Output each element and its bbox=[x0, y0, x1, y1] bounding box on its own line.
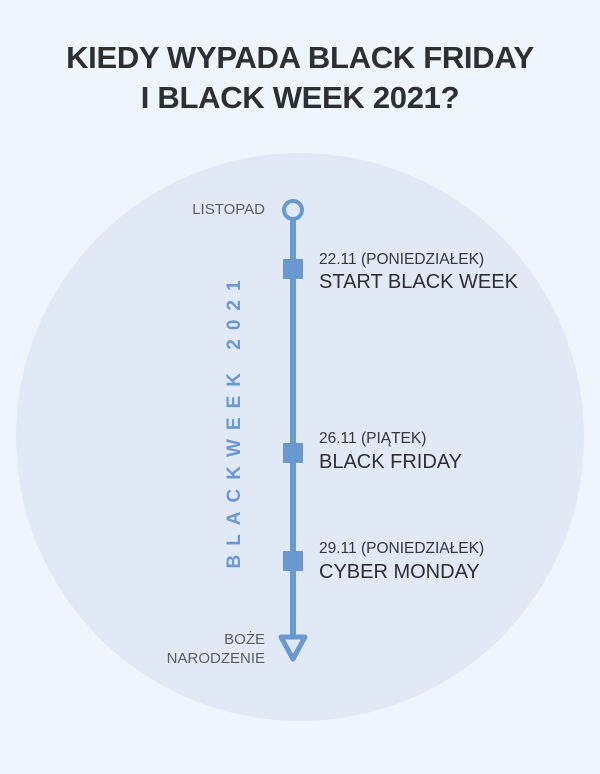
event-date: 22.11 (PONIEDZIAŁEK) bbox=[319, 251, 485, 268]
vertical-label: BLACKWEEK 2021 bbox=[224, 271, 245, 569]
event-date: 26.11 (PIĄTEK) bbox=[319, 430, 427, 447]
event-marker-icon bbox=[283, 259, 303, 279]
title-line-1: KIEDY WYPADA BLACK FRIDAY bbox=[66, 40, 534, 75]
end-label: BOŻE NARODZENIE bbox=[150, 630, 265, 668]
event-marker-icon bbox=[283, 443, 303, 463]
event-name: START BLACK WEEK bbox=[319, 271, 518, 293]
end-label-line-1: BOŻE bbox=[224, 631, 265, 648]
end-arrow-icon bbox=[278, 634, 308, 662]
timeline-line bbox=[290, 218, 296, 636]
page-title: KIEDY WYPADA BLACK FRIDAY I BLACK WEEK 2… bbox=[0, 38, 600, 118]
event-name: BLACK FRIDAY bbox=[319, 451, 462, 473]
end-label-line-2: NARODZENIE bbox=[166, 650, 265, 667]
event-name: CYBER MONDAY bbox=[319, 561, 480, 583]
title-line-2: I BLACK WEEK 2021? bbox=[140, 80, 460, 115]
start-label: LISTOPAD bbox=[192, 201, 265, 218]
background-circle bbox=[16, 153, 584, 721]
start-circle-icon bbox=[282, 199, 304, 221]
event-marker-icon bbox=[283, 551, 303, 571]
event-date: 29.11 (PONIEDZIAŁEK) bbox=[319, 540, 485, 557]
